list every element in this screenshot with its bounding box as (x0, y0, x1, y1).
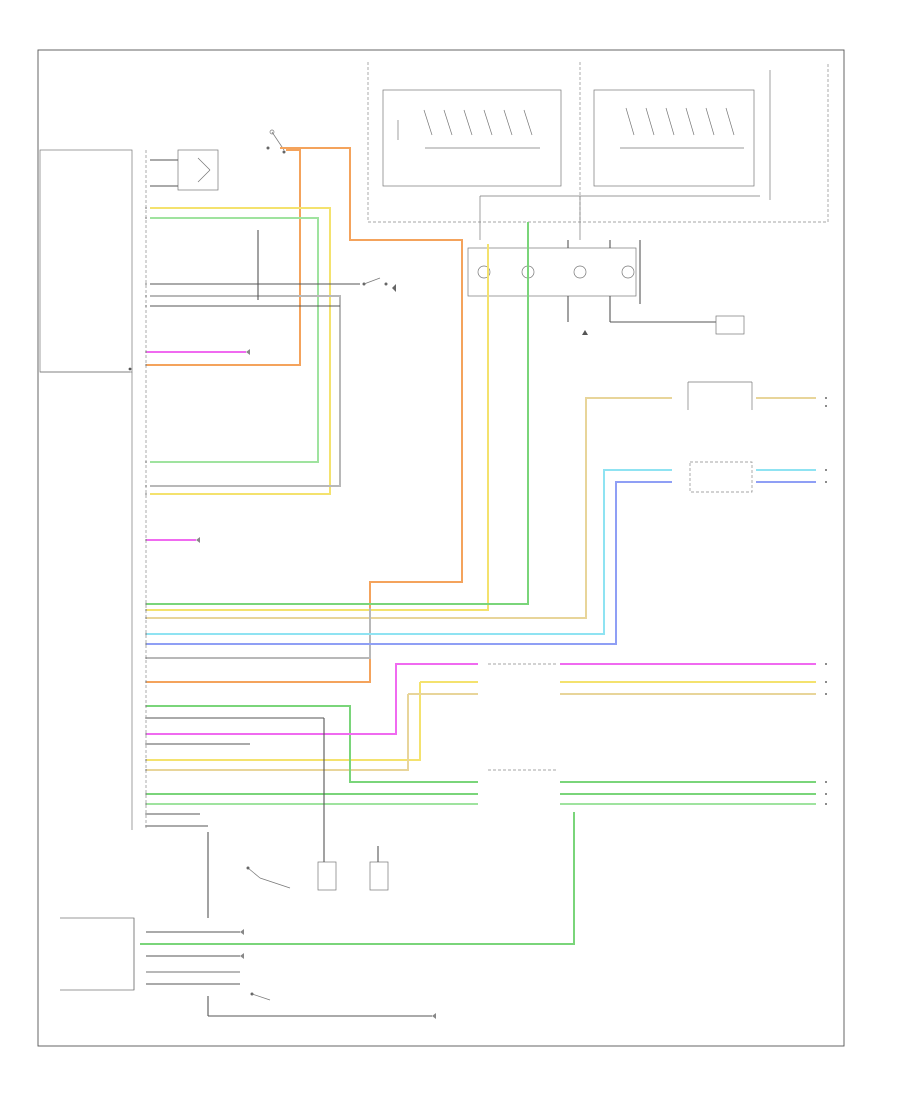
door-switch-enclosure (367, 62, 829, 223)
lamp-module (467, 247, 716, 335)
upper-fuse-block (150, 149, 219, 191)
left-control-module (39, 149, 133, 830)
orange-wire-top (146, 147, 463, 683)
diagram-frame (37, 49, 845, 1047)
gray-wire-2 (146, 608, 371, 659)
yellow-wire-2 (146, 244, 489, 611)
front-door-switch-panel (382, 89, 562, 187)
gray-wire-1 (150, 295, 341, 487)
rear-door-switch-panel (593, 70, 771, 200)
right-edge-terminals (825, 397, 827, 805)
magenta-wire-3 (146, 663, 478, 735)
orange-wire-2 (146, 149, 301, 366)
green-wire-1 (150, 217, 319, 463)
yellow-wire-1 (150, 207, 331, 495)
ground-boxes (317, 840, 389, 891)
side-connector (715, 315, 745, 335)
tan-wire-lower (146, 694, 409, 771)
yellow-wire-lower (146, 682, 421, 761)
lower-switch (207, 832, 291, 918)
right-connector-upper (687, 381, 753, 410)
green-wire-2 (146, 222, 529, 605)
tan-wire-right (146, 397, 672, 619)
right-connector-middle (689, 461, 753, 493)
relay-box (362, 277, 396, 292)
gnd-marks (196, 349, 436, 1019)
blue-wire (146, 481, 672, 645)
black-wires (146, 230, 641, 985)
module-connector-dots (145, 207, 147, 827)
cyan-wire (146, 469, 672, 635)
green-wire-3 (146, 705, 478, 783)
top-switch (266, 129, 286, 154)
green-wire-bottom (140, 812, 575, 945)
center-splice-block (488, 663, 556, 771)
bottom-module (60, 917, 432, 1017)
